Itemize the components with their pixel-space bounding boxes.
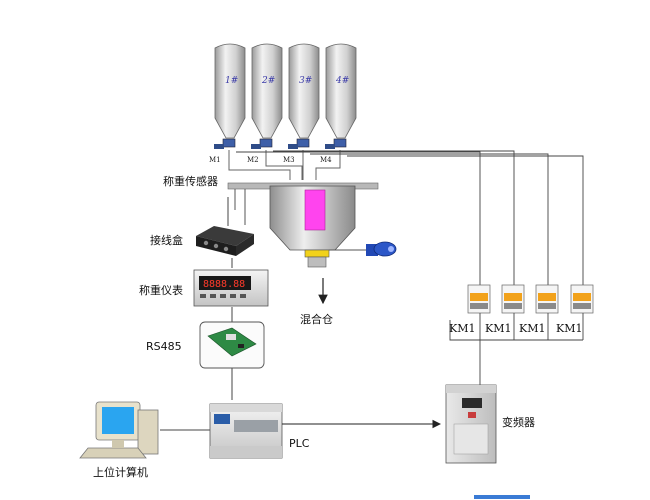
junction-box-label: 接线盒: [150, 234, 183, 247]
motor-3-icon: [288, 138, 310, 149]
silo-4: [325, 43, 357, 139]
contactor-4-label: KM1: [556, 322, 583, 335]
contactor-2-label: KM1: [485, 322, 512, 335]
mixing-bin-label: 混合仓: [300, 313, 333, 326]
weighing-hopper: [227, 182, 379, 268]
weigh-sensor-label: 称重传感器: [163, 175, 218, 188]
motor-1-icon: [214, 138, 236, 149]
silo-4-label: 4#: [336, 76, 350, 86]
discharge-motor-icon: [329, 241, 397, 257]
contactor-1: [467, 284, 491, 314]
rs485-module: [199, 321, 265, 369]
motor-4-icon: [325, 138, 347, 149]
silo-2: [251, 43, 283, 139]
feeder-motors: [214, 138, 347, 149]
silo-3-label: 3#: [299, 76, 313, 86]
host-computer-icon: [79, 401, 159, 459]
silo-1-label: 1#: [225, 76, 239, 86]
contactor-2: [501, 284, 525, 314]
motor-2-icon: [251, 138, 273, 149]
contactor-3: [535, 284, 559, 314]
load-cells: [234, 189, 246, 225]
silo-1: [214, 43, 246, 139]
inverter-unit: [445, 384, 497, 464]
plc-label: PLC: [289, 437, 310, 450]
svg-text:8888.88: 8888.88: [203, 279, 245, 290]
weigh-meter-label: 称重仪表: [139, 284, 183, 297]
silo-3: [288, 43, 320, 139]
signal-chain-lines: [160, 197, 233, 431]
junction-box: [196, 226, 254, 256]
contactor-bus: [449, 313, 584, 385]
contactor-4: [570, 284, 594, 314]
motor-2-label: M2: [247, 156, 259, 164]
host-pc-label: 上位计算机: [93, 466, 148, 479]
bottom-accent: [474, 495, 530, 499]
plc-unit: [209, 403, 283, 459]
inverter-label: 变频器: [502, 416, 535, 429]
motor-wires: [236, 150, 584, 285]
silo-2-label: 2#: [262, 76, 276, 86]
motor-1-label: M1: [209, 156, 221, 164]
weighing-instrument: 8888.88: [193, 269, 269, 307]
motor-4-label: M4: [320, 156, 332, 164]
material-level: [304, 189, 326, 231]
rs485-label: RS485: [146, 340, 182, 353]
contactor-1-label: KM1: [449, 322, 476, 335]
feed-pipes: [228, 150, 341, 180]
motor-3-label: M3: [283, 156, 295, 164]
contactor-3-label: KM1: [519, 322, 546, 335]
